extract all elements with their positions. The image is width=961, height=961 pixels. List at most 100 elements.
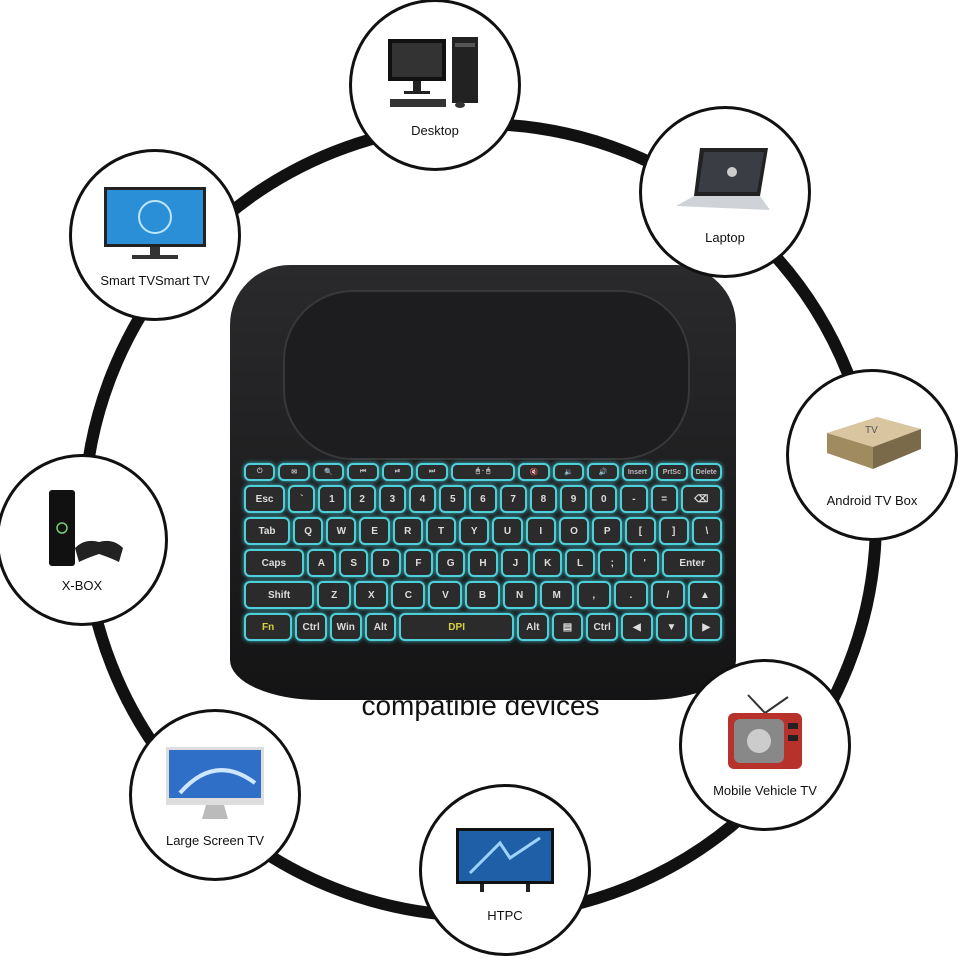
key[interactable]: 9 [559,485,588,513]
key[interactable]: Esc [244,485,286,513]
key[interactable]: J [500,549,531,577]
key[interactable]: - [620,485,648,513]
key[interactable]: 7 [499,485,527,513]
key[interactable]: 8 [529,485,557,513]
key[interactable]: R [392,517,423,545]
key[interactable]: \ [691,517,723,545]
key[interactable]: ⏮ [347,463,379,481]
key[interactable]: ` [288,485,316,513]
key[interactable]: S [339,549,369,577]
key[interactable]: 🔉 [552,463,585,481]
key[interactable]: = [650,485,678,513]
key[interactable]: . [613,581,648,609]
key[interactable]: Q [292,517,324,545]
key[interactable]: Win [329,613,362,641]
key[interactable]: C [391,581,426,609]
key[interactable]: X [354,581,389,609]
key[interactable]: P [592,517,623,545]
imac-icon [166,746,264,819]
key[interactable]: M [539,581,574,609]
key[interactable]: Alt [364,613,397,641]
key[interactable]: Alt [516,613,549,641]
key[interactable]: ⏻ [244,463,276,481]
key[interactable]: Tab [244,517,290,545]
key[interactable]: ◀ [621,613,653,641]
key[interactable]: ✉ [278,463,310,481]
key[interactable]: / [650,581,685,609]
key[interactable]: B [465,581,500,609]
key[interactable]: Shift [244,581,315,609]
key[interactable]: Caps [244,549,304,577]
key[interactable]: L [565,549,595,577]
device-mobile-vehicle-tv: Mobile Vehicle TV [679,659,851,831]
key[interactable]: PrtSc [656,463,688,481]
key[interactable]: 🔍 [312,463,345,481]
device-label: Mobile Vehicle TV [713,782,817,798]
key[interactable]: T [425,517,457,545]
key[interactable]: ; [597,549,627,577]
key[interactable]: Ctrl [586,613,618,641]
key[interactable]: A [306,549,337,577]
key[interactable]: ⏭ [416,463,448,481]
key[interactable]: , [576,581,611,609]
key[interactable]: H [468,549,498,577]
device-xbox: X-BOX [0,454,168,626]
key[interactable]: I [525,517,556,545]
key[interactable]: Z [317,581,352,609]
key[interactable]: D [371,549,401,577]
key[interactable]: ' [630,549,660,577]
smart-tv-icon [104,186,206,259]
key[interactable]: K [533,549,563,577]
device-htpc: HTPC [419,784,591,956]
touchpad [283,290,690,460]
key[interactable]: 5 [439,485,467,513]
key[interactable]: 🔊 [587,463,619,481]
key[interactable]: Enter [662,549,723,577]
key[interactable]: ▼ [655,613,688,641]
key[interactable]: 🖱 · 🖱 [450,463,516,481]
caption: compatible devices [361,690,600,721]
key[interactable]: 🔇 [518,463,550,481]
key[interactable]: W [326,517,357,545]
key[interactable]: ▶ [690,613,723,641]
key[interactable]: F [403,549,434,577]
device-large-screen-tv: Large Screen TV [129,709,301,881]
key[interactable]: 6 [469,485,497,513]
key[interactable]: E [359,517,390,545]
device-android-tv-box: TV Android TV Box [786,369,958,541]
device-label: Desktop [411,122,459,138]
key[interactable]: ▤ [551,613,584,641]
key[interactable]: ] [658,517,689,545]
key[interactable]: N [502,581,537,609]
key[interactable]: 1 [318,485,346,513]
key[interactable]: Fn [244,613,293,641]
key[interactable]: O [558,517,590,545]
key[interactable]: 4 [408,485,437,513]
key[interactable]: 0 [590,485,618,513]
key[interactable]: [ [625,517,656,545]
key[interactable]: V [428,581,463,609]
key[interactable]: 2 [348,485,376,513]
key[interactable]: DPI [399,613,514,641]
device-label: HTPC [487,907,523,923]
key[interactable]: 3 [378,485,406,513]
key[interactable]: Ctrl [295,613,327,641]
key[interactable]: U [492,517,523,545]
key[interactable]: ▲ [687,581,723,609]
device-label: Android TV Box [826,492,918,508]
key[interactable]: Y [459,517,490,545]
device-desktop: Desktop [349,0,521,171]
key[interactable]: Insert [621,463,654,481]
desktop-computer-icon [388,36,478,108]
retro-tv-icon [728,693,802,769]
key[interactable]: Delete [690,463,723,481]
key[interactable]: G [436,549,466,577]
key[interactable]: ⌫ [680,485,722,513]
key[interactable]: ⏯ [381,463,414,481]
svg-text:TV: TV [865,425,878,436]
